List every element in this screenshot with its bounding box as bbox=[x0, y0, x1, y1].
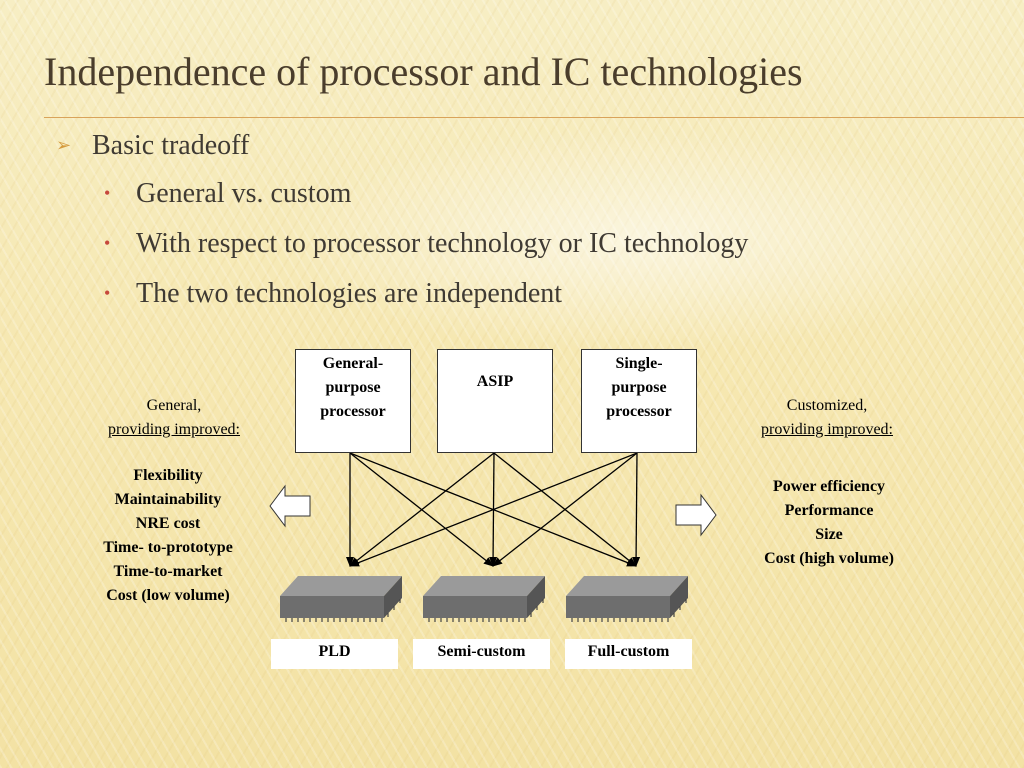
bullet-level1: ➢ Basic tradeoff bbox=[56, 130, 249, 162]
connector-arrow bbox=[632, 452, 641, 567]
bullet-text: Basic tradeoff bbox=[92, 130, 250, 161]
customized-heading: Customized, providing improved: bbox=[717, 394, 937, 442]
benefit-item: Size bbox=[815, 526, 843, 543]
processor-box-asip: ASIP bbox=[437, 349, 553, 453]
bullet-level2: • With respect to processor technology or… bbox=[104, 228, 748, 260]
benefit-item: Flexibility bbox=[133, 467, 203, 484]
benefit-item: Performance bbox=[784, 502, 874, 519]
general-heading: General, providing improved: bbox=[64, 394, 284, 442]
title-underline bbox=[44, 117, 1024, 118]
benefit-item: NRE cost bbox=[135, 515, 201, 532]
slide-title: Independence of processor and IC technol… bbox=[44, 49, 803, 94]
processor-label-line: processor bbox=[320, 403, 386, 420]
benefit-item: Cost (high volume) bbox=[764, 550, 894, 567]
processor-label-line: General- bbox=[322, 355, 384, 372]
bullet-text: With respect to processor technology or … bbox=[136, 228, 749, 259]
bullet-level2: • General vs. custom bbox=[104, 178, 351, 210]
general-heading-text: General, bbox=[146, 397, 202, 414]
customized-subheading: providing improved: bbox=[761, 421, 893, 438]
processor-label-line: purpose bbox=[611, 379, 667, 396]
connector-arrow bbox=[349, 452, 495, 567]
bullet-text: General vs. custom bbox=[136, 178, 352, 209]
general-benefits-list: Flexibility Maintainability NRE cost Tim… bbox=[58, 464, 278, 608]
left-arrow-icon bbox=[269, 484, 311, 528]
customized-benefits-list: Power efficiency Performance Size Cost (… bbox=[719, 475, 939, 571]
processor-box-general-purpose: General- purpose processor bbox=[295, 349, 411, 453]
chip-pld-icon bbox=[280, 576, 402, 622]
dot-bullet-icon: • bbox=[104, 183, 111, 203]
processor-label-line: Single- bbox=[615, 355, 663, 372]
connector-arrow bbox=[492, 452, 638, 567]
chip-semi-custom-icon bbox=[423, 576, 545, 622]
chip-label-full-custom: Full-custom bbox=[565, 639, 692, 669]
chip-label-semi-custom: Semi-custom bbox=[413, 639, 550, 669]
dot-bullet-icon: • bbox=[104, 283, 111, 303]
processor-label-line: processor bbox=[606, 403, 672, 420]
bullet-level2: • The two technologies are independent bbox=[104, 278, 562, 310]
processor-box-single-purpose: Single- purpose processor bbox=[581, 349, 697, 453]
processor-label-line: ASIP bbox=[476, 373, 514, 390]
customized-heading-text: Customized, bbox=[786, 397, 868, 414]
chip-full-custom-icon bbox=[566, 576, 688, 622]
benefit-item: Time-to-market bbox=[113, 563, 223, 580]
general-subheading: providing improved: bbox=[108, 421, 240, 438]
chip-label-pld: PLD bbox=[271, 639, 398, 669]
dot-bullet-icon: • bbox=[104, 233, 111, 253]
processor-label-line: purpose bbox=[325, 379, 381, 396]
benefit-item: Maintainability bbox=[114, 491, 222, 508]
benefit-item: Cost (low volume) bbox=[106, 587, 230, 604]
benefit-item: Time- to-prototype bbox=[103, 539, 233, 556]
connector-arrow bbox=[349, 452, 638, 567]
right-arrow-icon bbox=[675, 493, 717, 537]
arrow-bullet-icon: ➢ bbox=[56, 135, 72, 155]
benefit-item: Power efficiency bbox=[772, 478, 886, 495]
bullet-text: The two technologies are independent bbox=[136, 278, 563, 309]
